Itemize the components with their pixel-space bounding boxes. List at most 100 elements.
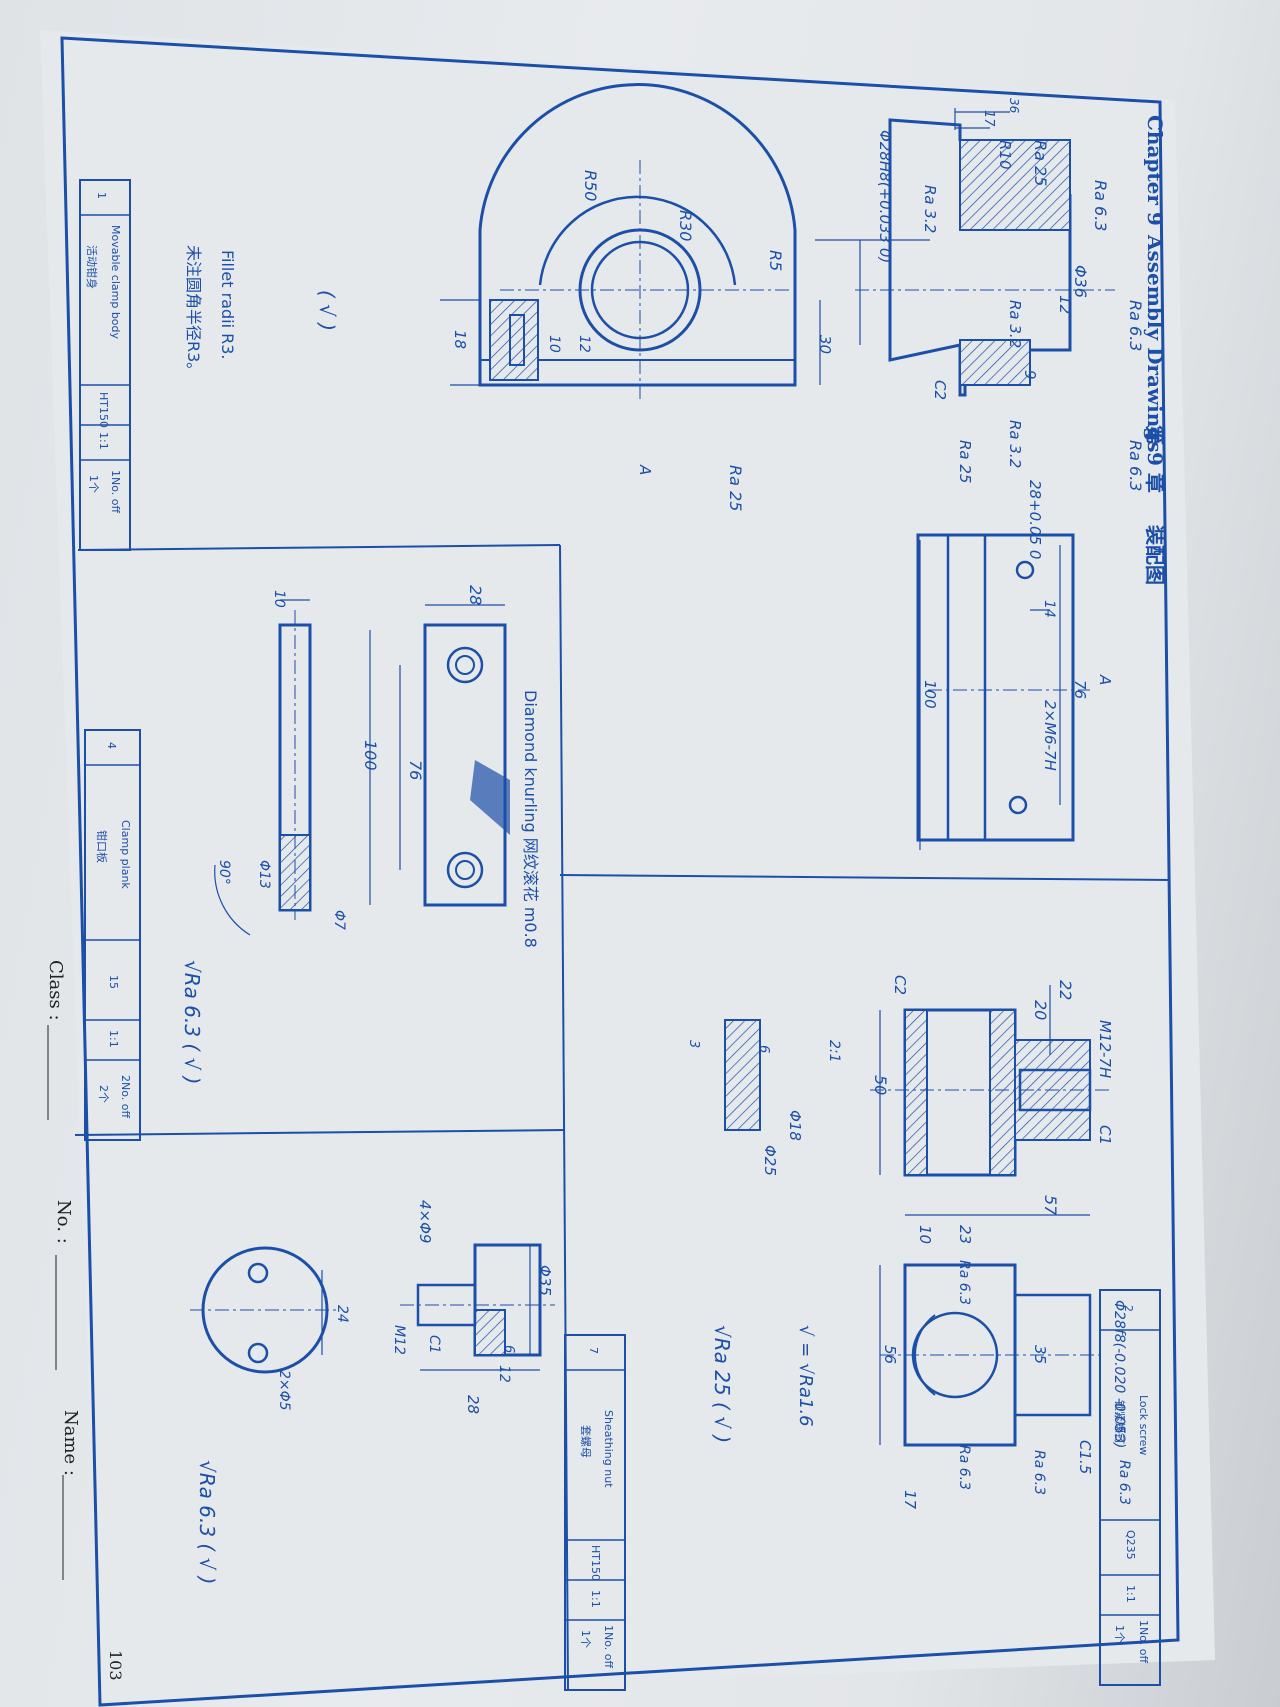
header: Chapter 9 Assembly Drawings 第 9 章 装配图 [1143, 115, 1167, 585]
p1-dim12: 12 [1056, 295, 1074, 314]
tb1-name-cn: 活动钳身 [85, 245, 99, 289]
p1-ra25-a: Ra 25 [1031, 140, 1050, 186]
p4-c1: C1 [426, 1335, 442, 1354]
part3-drawing: Diamond knurling 网纹滚花 m0.8 28 100 76 10 … [180, 585, 540, 1084]
p2-c2: C2 [891, 975, 909, 995]
tb7-material: HT150 [589, 1545, 602, 1581]
p4-general-rough: √Ra 6.3 ( √ ) [195, 1460, 219, 1584]
p4-dim12: 12 [496, 1365, 512, 1383]
p2-ra63-d: Ra 6.3 [956, 1445, 972, 1490]
p1-d36: Φ36 [1071, 265, 1090, 298]
p4-dim6: 6 [501, 1345, 516, 1353]
plan-view-outline [916, 533, 1075, 842]
p1-dim100: 100 [921, 680, 939, 709]
p4-dim28: 28 [464, 1395, 482, 1414]
p3-d13: Φ13 [256, 860, 272, 889]
p2-dim20: 20 [1031, 1000, 1050, 1020]
p2-dim23: 23 [956, 1225, 974, 1244]
p2-general-rough: √Ra 25 ( √ ) [710, 1325, 734, 1443]
p2-d25: Φ25 [761, 1145, 779, 1176]
sheet-border [60, 36, 1180, 1707]
page-number: 103 [106, 1650, 125, 1681]
p2-dim17: 17 [901, 1490, 919, 1510]
p4-d5: 2×Φ5 [276, 1370, 292, 1411]
p2-dim50: 50 [871, 1075, 890, 1095]
p1-general-rough: ( √ ) [315, 290, 339, 331]
clamp-body-inner-arc [538, 195, 737, 286]
p1-ra25-b: Ra 25 [956, 440, 974, 483]
p1-ra63-c: Ra 6.3 [1126, 440, 1145, 491]
p2-ra63-b: Ra 6.3 [1116, 1460, 1132, 1505]
p1-r10: R10 [996, 140, 1014, 170]
p1-ra63-b: Ra 6.3 [1126, 300, 1145, 351]
footer: Class : No. : Name : 103 [45, 960, 125, 1681]
p1-dim9: 9 [1021, 370, 1039, 380]
tb1-qty-en: 1No. off [109, 470, 122, 513]
p2-c1: C1 [1096, 1125, 1114, 1145]
p4-d35: Φ35 [536, 1265, 554, 1296]
tb7-qty-cn: 1个 [579, 1630, 592, 1648]
tb2-material: Q235 [1124, 1530, 1137, 1560]
title-block-7: 7 Sheathing nut 套螺母 HT150 1:1 1No. off 1… [564, 1334, 626, 1691]
p2-dim35: 35 [1031, 1345, 1049, 1364]
clamp-body-outline [478, 83, 797, 387]
p2-d18: Φ18 [786, 1110, 804, 1141]
p1-d28h8: Φ28H8(+0.033 0) [876, 130, 894, 263]
region-dividers [74, 544, 1171, 1691]
p1-dim36: 36 [1007, 98, 1021, 114]
tb2-no: 2 [1122, 1305, 1135, 1312]
p1-dim30: 30 [816, 335, 834, 354]
p2-ra63-a: Ra 6.3 [956, 1260, 972, 1305]
chapter-cn: 第 9 章 [1143, 425, 1167, 493]
no-label: No. : [53, 1200, 74, 1244]
tb4-qty-cn: 2个 [97, 1085, 110, 1103]
tb1-name-en: Movable clamp body [109, 225, 122, 340]
tb1-material: HT150 [97, 392, 110, 428]
p1-c2: C2 [931, 380, 949, 400]
p1-dim18: 18 [451, 330, 469, 349]
tb2-scale: 1:1 [1124, 1585, 1137, 1603]
tb7-qty-en: 1No. off [602, 1625, 615, 1668]
chapter-label: Chapter 9 [1143, 115, 1167, 226]
p2-ra63-c: Ra 6.3 [1031, 1450, 1047, 1495]
tb4-qty-en: 2No. off [119, 1075, 132, 1118]
p3-general-rough: √Ra 6.3 ( √ ) [180, 960, 204, 1084]
name-label: Name : [60, 1410, 81, 1476]
p1-ra25-c: Ra 25 [726, 465, 745, 511]
tb1-scale: 1:1 [97, 432, 110, 450]
p2-equiv: √ = √Ra1.6 [795, 1325, 816, 1427]
p1-r30: R30 [676, 210, 695, 241]
p4-dim24: 24 [334, 1305, 350, 1323]
tb7-name-cn: 套螺母 [579, 1425, 592, 1458]
p3-dim28: 28 [466, 585, 485, 605]
p2-dim57: 57 [1041, 1195, 1060, 1216]
tb1-qty-cn: 1个 [87, 475, 100, 493]
p3-dim100: 100 [361, 740, 380, 771]
p2-d28f8: Φ28f8(-0.020 -0.053) [1111, 1300, 1127, 1448]
tb4-no: 4 [105, 742, 118, 749]
paper [40, 30, 1215, 1700]
p1-fillet-en: Fillet radii R3. [218, 250, 237, 359]
tb4-material: 15 [107, 975, 120, 989]
tb4-name-en: Clamp plank [119, 820, 132, 889]
tb7-name-en: Sheathing nut [602, 1410, 615, 1488]
p3-dim10: 10 [271, 590, 287, 608]
title-block-1: 1 Movable clamp body 活动钳身 HT150 1:1 1No.… [79, 179, 131, 551]
p3-d7: Φ7 [331, 910, 347, 930]
chapter-title-cn: 装配图 [1143, 524, 1167, 585]
p3-dim76: 76 [406, 760, 425, 780]
plank-front-outline [423, 623, 507, 907]
tb2-name-cn: 锁紧螺钉 [1113, 1400, 1127, 1444]
part2-drawing: M12-7H 22 20 C2 50 C1 2:1 3 6 Φ18 Φ25 57… [686, 975, 1132, 1510]
p1-r50: R50 [581, 170, 600, 201]
title-block-4: 4 Clamp plank 钳口板 15 1:1 2No. off 2个 [84, 729, 141, 1141]
p2-dim56: 56 [881, 1345, 899, 1364]
p4-m12: M12 [391, 1325, 407, 1355]
p4-holes: 4×Φ9 [416, 1200, 434, 1243]
p1-view-a: A [1096, 674, 1114, 685]
class-label: Class : [45, 960, 66, 1021]
p2-dim6: 6 [756, 1045, 771, 1053]
p1-ra32-b: Ra 3.2 [1006, 300, 1024, 348]
